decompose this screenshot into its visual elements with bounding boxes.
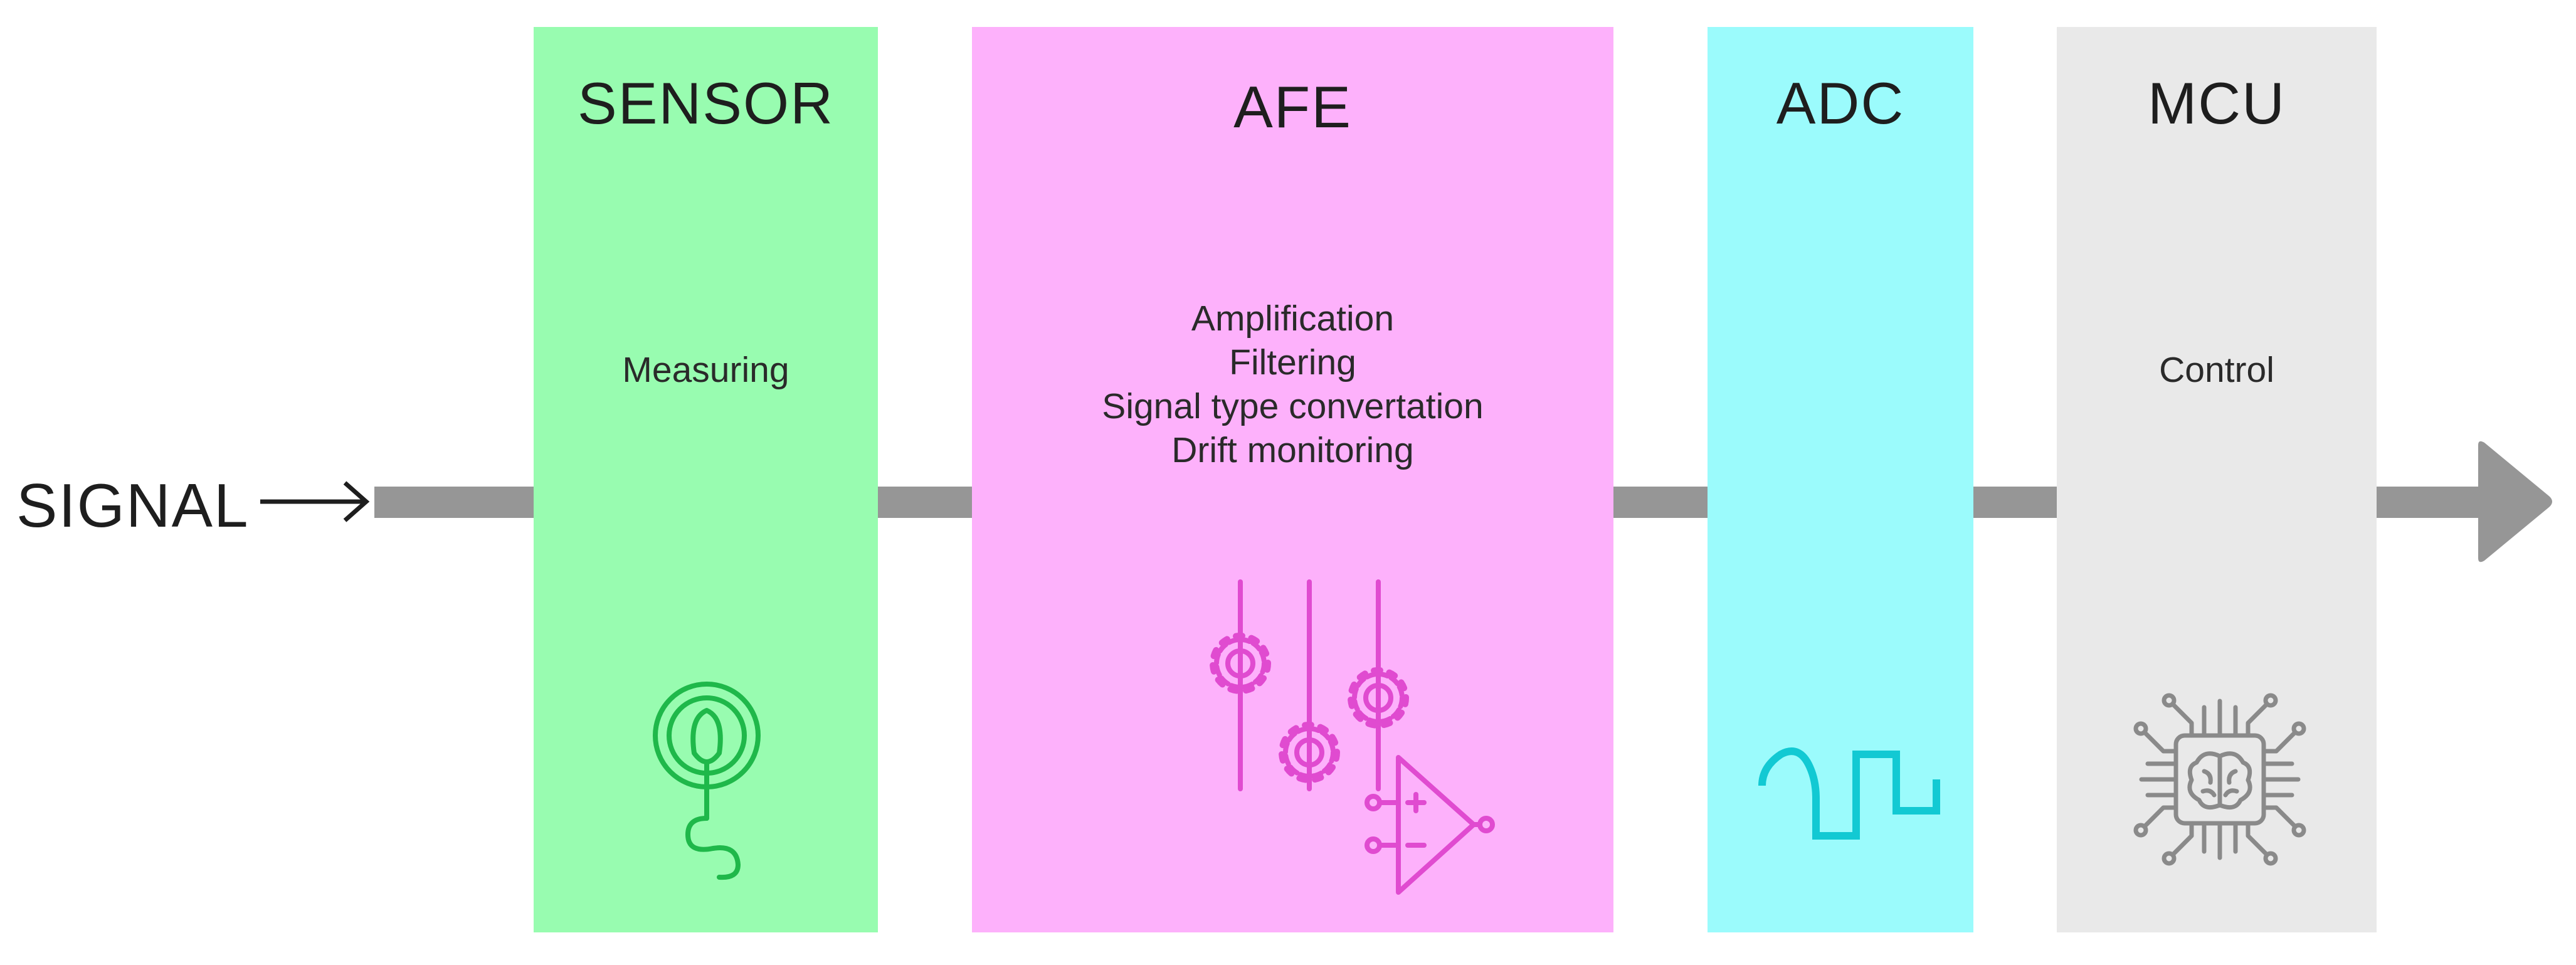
afe-desc-line: Drift monitoring — [1171, 430, 1414, 470]
mcu-description: Control — [2057, 348, 2377, 392]
bus-segment-output — [2377, 487, 2483, 518]
afe-desc-line: Signal type convertation — [1102, 386, 1484, 426]
adc-block: ADC — [1708, 27, 1973, 932]
afe-description: Amplification Filtering Signal type conv… — [972, 297, 1613, 472]
bus-segment-afe-adc — [1613, 487, 1708, 518]
square-wave-icon — [1758, 747, 1940, 840]
afe-title: AFE — [1233, 74, 1352, 140]
sensor-title: SENSOR — [578, 70, 834, 136]
output-arrow-icon — [2478, 441, 2552, 562]
brain-chip-icon — [2133, 693, 2306, 866]
sensor-description: Measuring — [534, 348, 878, 392]
bus-segment-input — [374, 487, 534, 518]
bus-segment-sensor-afe — [878, 487, 972, 518]
touch-probe-icon — [653, 682, 761, 880]
adc-title: ADC — [1776, 70, 1905, 136]
input-arrow-icon — [260, 481, 370, 522]
sensor-block: SENSOR Measuring — [534, 27, 878, 932]
sensor-desc-line: Measuring — [622, 350, 789, 390]
afe-block: AFE Amplification Filtering Signal type … — [972, 27, 1613, 932]
mcu-block: MCU Control — [2057, 27, 2377, 932]
afe-desc-line: Amplification — [1191, 298, 1395, 339]
sliders-opamp-icon — [1210, 579, 1495, 895]
afe-desc-line: Filtering — [1229, 342, 1356, 382]
mcu-desc-line: Control — [2159, 350, 2274, 390]
mcu-title: MCU — [2147, 70, 2286, 136]
signal-label: SIGNAL — [16, 471, 250, 540]
bus-segment-adc-mcu — [1973, 487, 2057, 518]
